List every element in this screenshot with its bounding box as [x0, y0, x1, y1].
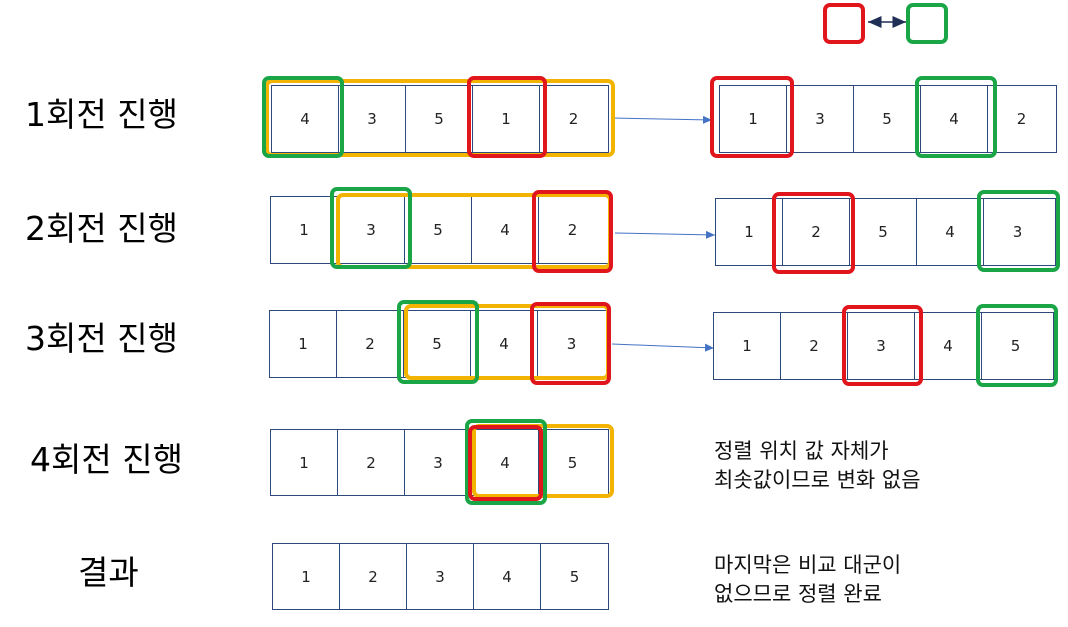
array-cell: 2	[568, 110, 579, 128]
array-result: 1 2 3 4 5	[272, 543, 609, 610]
array-cell: 5	[850, 199, 917, 265]
round-label: 3회전 진행	[25, 319, 178, 358]
array-after: 1 2 5 4 3	[715, 198, 1056, 266]
round4-note: 정렬 위치 값 자체가 최솟값이므로 변화 없음	[714, 437, 921, 495]
array-after: 1 2 3 4 5	[713, 312, 1054, 380]
array-cell: 1	[271, 197, 338, 263]
array-cell: 5	[1010, 337, 1021, 355]
note-line: 정렬 위치 값 자체가	[714, 439, 889, 463]
round1-arrow	[612, 115, 713, 124]
array-cell: 5	[404, 311, 471, 377]
array-cell: 2	[340, 544, 407, 609]
array-cell: 5	[406, 86, 473, 152]
note-line: 없으므로 정렬 완료	[714, 582, 882, 606]
array-before: 1 2 3 4 5	[270, 429, 609, 496]
array-cell: 4	[272, 86, 339, 152]
array-cell: 5	[854, 86, 921, 152]
array-cell: 3	[339, 86, 406, 152]
array-cell: 3	[787, 86, 854, 152]
round-label: 2회전 진행	[25, 209, 178, 248]
array-cell: 2	[1016, 110, 1027, 128]
array-cell: 4	[915, 313, 982, 379]
result-note: 마지막은 비교 대군이 없으므로 정렬 완료	[714, 551, 901, 609]
array-cell: 5	[405, 197, 472, 263]
round2-arrow	[614, 230, 716, 239]
array-cell: 3	[405, 430, 472, 495]
result-label: 결과	[78, 553, 139, 592]
array-cell: 4	[917, 199, 984, 265]
array-cell: 3	[407, 544, 474, 609]
array-cell: 4	[472, 197, 539, 263]
array-cell: 2	[567, 221, 578, 239]
array-cell: 3	[848, 313, 915, 379]
note-line: 마지막은 비교 대군이	[714, 553, 902, 577]
array-after: 1 3 5 4 2	[719, 85, 1057, 153]
round3-arrow	[611, 343, 715, 352]
array-cell: 4	[921, 86, 988, 152]
array-before: 1 2 5 4 3	[269, 310, 609, 378]
array-cell: 1	[714, 313, 781, 379]
array-cell: 1	[273, 544, 340, 609]
array-cell: 5	[569, 567, 580, 586]
array-cell: 1	[473, 86, 540, 152]
array-cell: 2	[337, 311, 404, 377]
round-label: 4회전 진행	[30, 440, 183, 479]
array-cell: 3	[338, 197, 405, 263]
array-cell: 2	[338, 430, 405, 495]
array-cell: 2	[783, 199, 850, 265]
array-cell: 1	[716, 199, 783, 265]
round-label: 1회전 진행	[25, 95, 178, 134]
array-cell: 5	[567, 453, 578, 472]
array-before: 4 3 5 1 2	[271, 85, 609, 153]
array-cell: 1	[271, 430, 338, 495]
array-cell: 1	[720, 86, 787, 152]
array-cell: 3	[1012, 223, 1023, 241]
array-cell: 4	[472, 430, 539, 495]
array-cell: 4	[471, 311, 538, 377]
array-before: 1 3 5 4 2	[270, 196, 611, 264]
array-cell: 4	[474, 544, 541, 609]
array-cell: 1	[270, 311, 337, 377]
array-cell: 3	[566, 335, 577, 353]
array-cell: 2	[781, 313, 848, 379]
note-line: 최솟값이므로 변화 없음	[714, 468, 921, 492]
